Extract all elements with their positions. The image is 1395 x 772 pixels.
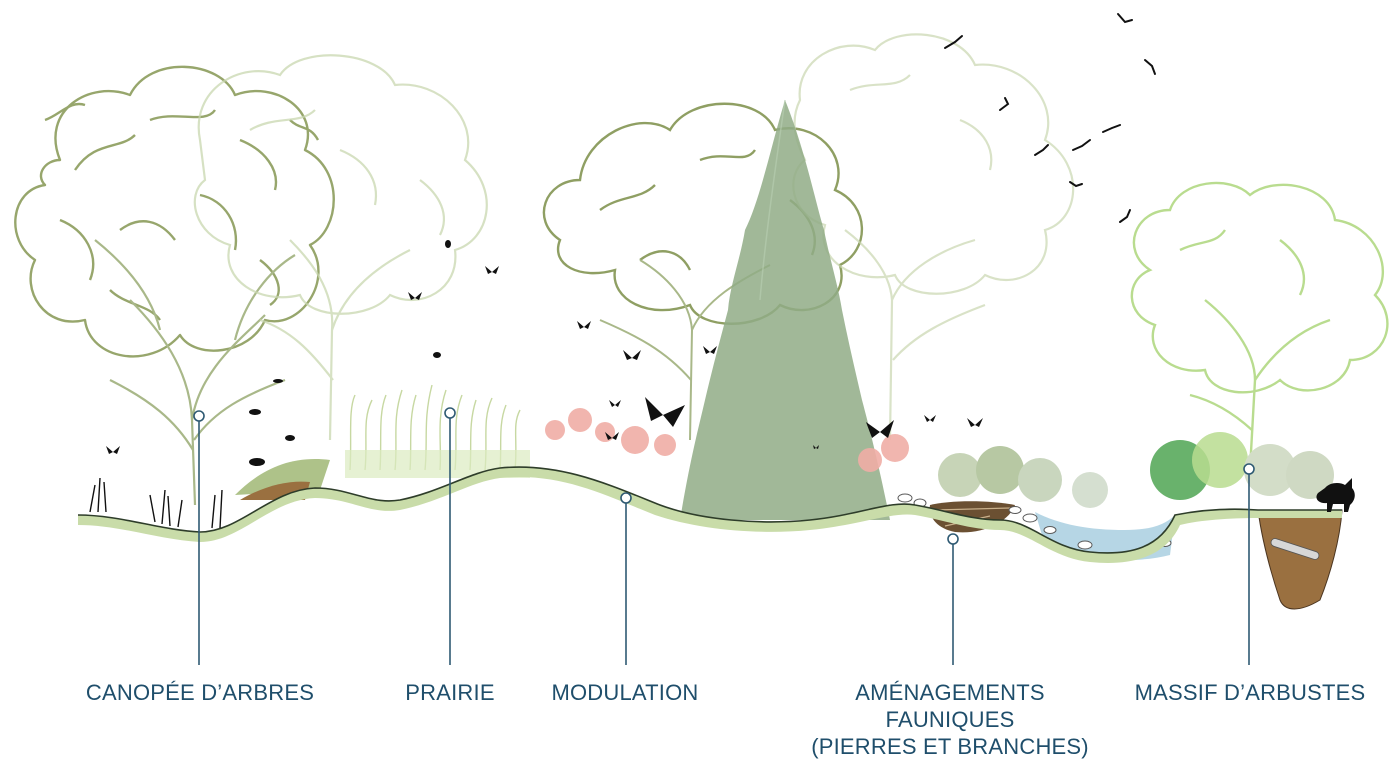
conifer-tree-icon — [680, 99, 890, 520]
label-fauna-line3: (PIERRES ET BRANCHES) — [811, 734, 1089, 759]
flowering-shrubs-icon — [545, 408, 909, 472]
leader-marker-prairie — [444, 407, 456, 419]
shrub-tree-icon — [1130, 181, 1389, 471]
label-prairie-text: PRAIRIE — [405, 680, 495, 705]
label-fauna-line1: AMÉNAGEMENTS — [855, 680, 1045, 705]
label-modulation: MODULATION — [505, 679, 745, 706]
insect-silhouette-icon — [249, 240, 451, 466]
label-fauna-line2: FAUNIQUES — [885, 707, 1015, 732]
label-prairie: PRAIRIE — [360, 679, 540, 706]
right-faded-tree-icon — [792, 33, 1075, 441]
leader-marker-fauna — [947, 533, 959, 545]
fox-silhouette-icon — [1316, 478, 1355, 512]
leader-marker-modulation — [620, 492, 632, 504]
faded-tree-icon — [193, 54, 488, 441]
label-shrubs-text: MASSIF D’ARBUSTES — [1134, 680, 1366, 705]
dense-shrubs-icon — [938, 432, 1334, 508]
callout-leaders — [193, 407, 1255, 665]
left-tree-icon — [14, 65, 335, 506]
buried-pipe-icon — [1270, 538, 1320, 560]
leader-marker-shrubs — [1243, 463, 1255, 475]
label-canopy-text: CANOPÉE D’ARBRES — [85, 680, 315, 705]
soil-section-icon — [1257, 509, 1343, 610]
bird-silhouette-icon — [944, 13, 1156, 223]
ground-profile-line — [77, 466, 1342, 554]
butterfly-silhouette-icon — [106, 266, 983, 454]
label-wildlife-structures: AMÉNAGEMENTS FAUNIQUES (PIERRES ET BRANC… — [790, 679, 1110, 760]
label-shrubs: MASSIF D’ARBUSTES — [1105, 679, 1395, 706]
leader-marker-canopy — [193, 410, 205, 422]
label-modulation-text: MODULATION — [551, 680, 699, 705]
label-canopy: CANOPÉE D’ARBRES — [40, 679, 360, 706]
understory-plants-icon — [89, 477, 223, 529]
